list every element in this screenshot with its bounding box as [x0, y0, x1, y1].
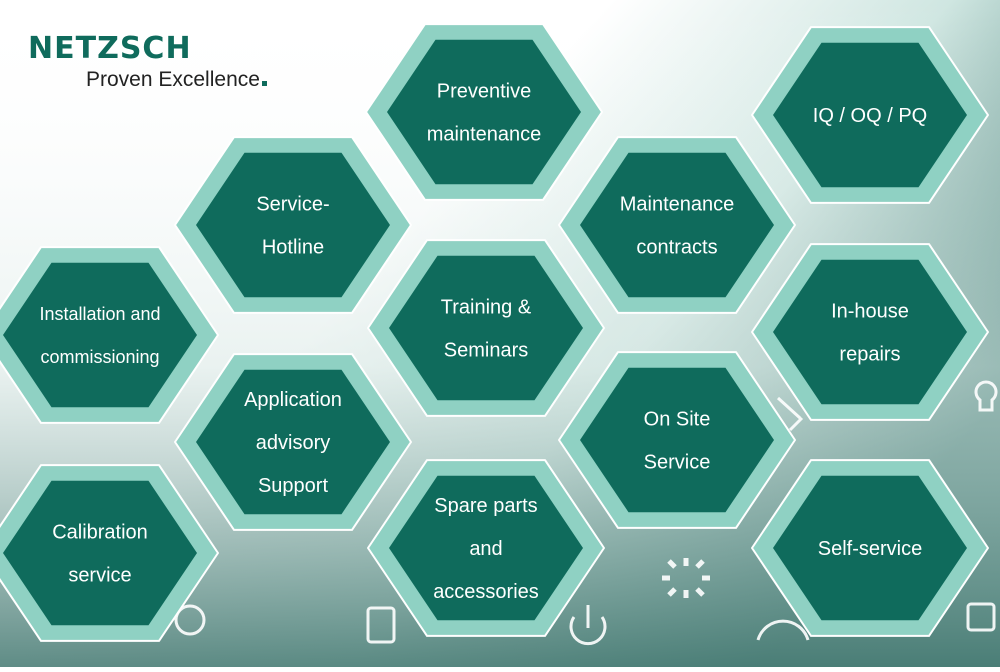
- hexagon-fill: [3, 262, 197, 408]
- service-hexagon: Training & Seminars: [367, 239, 605, 417]
- service-label: Spare parts: [434, 495, 537, 517]
- service-label: Maintenance: [620, 194, 735, 216]
- brand-tagline: Proven Excellence: [86, 68, 267, 92]
- service-label: accessories: [433, 581, 539, 603]
- service-label: contracts: [636, 237, 717, 259]
- service-hexagon: Maintenance contracts: [558, 136, 796, 314]
- service-label: Support: [258, 475, 328, 497]
- tool-icon: [776, 396, 804, 432]
- hexagon-fill: [580, 152, 774, 298]
- sun-burst-icon: [662, 558, 710, 598]
- power-icon: [569, 605, 607, 646]
- hexagon-fill: [773, 259, 967, 405]
- service-label: IQ / OQ / PQ: [813, 105, 927, 127]
- service-hexagon: Service- Hotline: [174, 136, 412, 314]
- service-label: commissioning: [40, 347, 159, 367]
- service-hexagon: Calibration service: [0, 464, 219, 642]
- netzsch-logo: NETZSCH Proven Excellence: [28, 32, 267, 92]
- service-label: Self-service: [818, 538, 922, 560]
- service-label: Training &: [441, 297, 532, 319]
- hexagon-fill: [389, 475, 583, 621]
- service-label: In-house: [831, 301, 909, 323]
- service-hexagon: Preventive maintenance: [365, 23, 603, 201]
- service-label: Installation and: [39, 304, 160, 324]
- chip-icon: [966, 602, 996, 632]
- service-hexagon: Installation and commissioning: [0, 246, 219, 424]
- service-hexagon: Self-service: [751, 459, 989, 637]
- service-label: Hotline: [262, 237, 324, 259]
- brand-name: NETZSCH: [28, 31, 192, 66]
- service-label: Calibration: [52, 522, 148, 544]
- service-hexagon: Spare parts and accessories: [367, 459, 605, 637]
- service-label: service: [68, 565, 131, 587]
- lightbulb-icon: [974, 380, 998, 412]
- checklist-icon: [366, 606, 396, 644]
- service-hexagon: IQ / OQ / PQ: [751, 26, 989, 204]
- hexagon-fill: [773, 42, 967, 188]
- service-hexagon: In-house repairs: [751, 243, 989, 421]
- hexagon-fill: [580, 367, 774, 513]
- service-label: repairs: [839, 344, 900, 366]
- service-label: advisory: [256, 432, 330, 454]
- hexagon-fill: [389, 255, 583, 401]
- hexagon-fill: [196, 152, 390, 298]
- hexagon-fill: [196, 369, 390, 515]
- service-label: Seminars: [444, 340, 528, 362]
- tagline-dot: [261, 81, 267, 86]
- gear-icon: [174, 604, 206, 636]
- service-label: maintenance: [427, 124, 542, 146]
- tagline-text: Proven Excellence: [86, 68, 260, 91]
- hexagon-fill: [773, 475, 967, 621]
- service-label: Service: [644, 452, 711, 474]
- service-label: Application: [244, 389, 342, 411]
- hexagon-fill: [387, 39, 581, 185]
- gauge-icon: [756, 619, 810, 641]
- service-label: On Site: [644, 409, 711, 431]
- hexagon-fill: [3, 480, 197, 626]
- service-label: Service-: [256, 194, 329, 216]
- service-label: Preventive: [437, 81, 532, 103]
- service-label: and: [469, 538, 502, 560]
